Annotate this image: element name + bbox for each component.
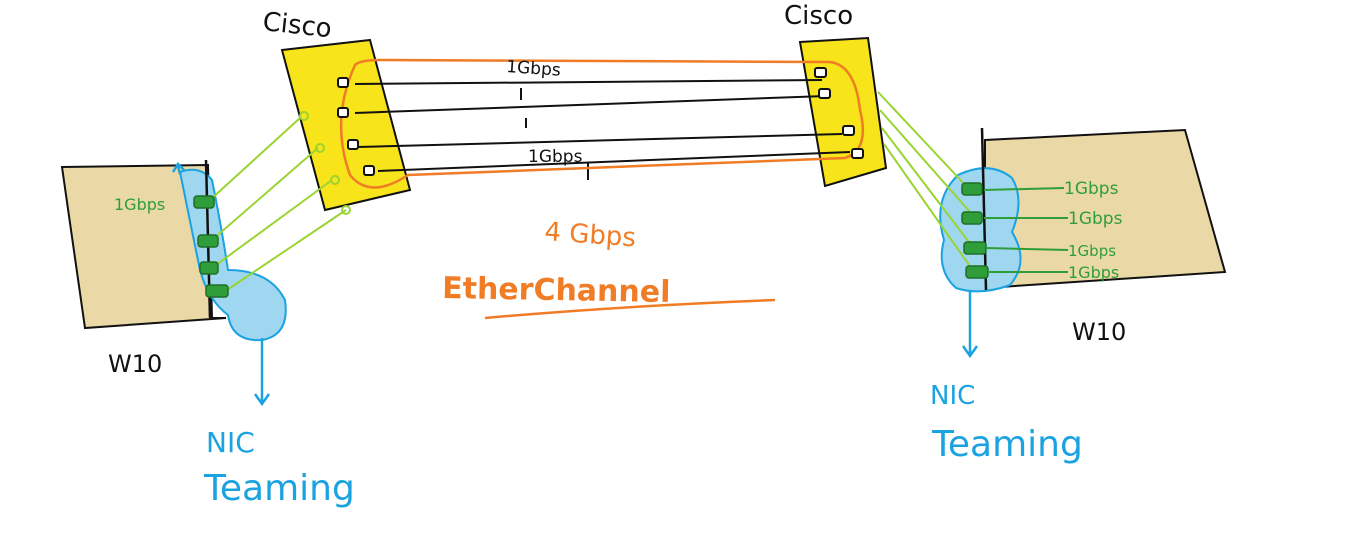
left-access-link-2 [211, 147, 319, 241]
left-nic-ports [193, 195, 229, 298]
left-access-end-3 [330, 175, 340, 185]
left-nic-speed-label: 1Gbps [114, 195, 165, 214]
right-switch [798, 36, 888, 188]
right-access-link-1 [877, 91, 969, 189]
left-access-link-1 [209, 117, 301, 201]
left-team-label-line1: NIC [206, 426, 255, 459]
trunk-link-1 [354, 79, 823, 85]
right-nic-port-1 [961, 182, 983, 196]
right-access-link-2 [879, 109, 971, 213]
right-switch-label: Cisco [784, 1, 853, 31]
left-access-link-3 [211, 179, 333, 269]
left-team-label-line2: Teaming [203, 468, 355, 509]
right-access-link-4 [883, 143, 975, 273]
right-team-arrow [961, 290, 979, 359]
right-nic-speed-4: 1Gbps [1068, 263, 1119, 282]
left-switch-label: Cisco [261, 7, 333, 44]
right-team-label-line2: Teaming [931, 424, 1083, 465]
left-host-label: W10 [108, 350, 162, 378]
left-switch-port-1 [337, 77, 349, 88]
right-switch-port-1 [814, 67, 827, 78]
left-access-end-4 [341, 205, 351, 215]
left-nic-port-4 [205, 284, 229, 298]
trunk-link-3 [357, 133, 843, 148]
right-nic-team-blob [939, 167, 1022, 293]
right-nic-speed-2: 1Gbps [1068, 209, 1123, 229]
left-switch-port-4 [363, 165, 375, 176]
right-nic-speed-lines [983, 187, 1069, 273]
right-nic-line-1 [983, 187, 1065, 191]
right-switch-ports [814, 67, 864, 159]
trunk-link-2 [354, 95, 827, 114]
trunk-links [354, 79, 851, 180]
right-nic-line-3 [985, 247, 1069, 251]
left-access-end-1 [299, 111, 309, 121]
right-nic-port-2 [961, 211, 983, 225]
trunk-link-4 [377, 151, 851, 172]
right-host-edge [980, 127, 988, 291]
right-team-label-line1: NIC [930, 381, 975, 411]
left-access-ends [299, 111, 351, 215]
left-switch-ports [337, 77, 375, 176]
right-host-label: W10 [1072, 318, 1126, 346]
left-access-link-4 [223, 209, 347, 293]
right-nic-speed-1: 1Gbps [1064, 179, 1119, 199]
right-switch-port-4 [851, 148, 864, 159]
trunk-bottom-speed: 1Gbps [528, 147, 583, 167]
right-access-link-3 [881, 127, 973, 247]
left-team-top-arrow [171, 162, 185, 175]
left-switch-port-3 [347, 139, 359, 150]
left-nic-port-1 [193, 195, 215, 209]
left-access-end-2 [315, 143, 325, 153]
right-switch-port-2 [818, 88, 831, 99]
etherchannel-underline [484, 298, 776, 320]
team-arrows [171, 162, 979, 407]
left-team-arrow [253, 338, 271, 407]
right-nic-speed-3: 1Gbps [1068, 242, 1116, 260]
left-access-links [209, 117, 347, 293]
right-nic-port-4 [965, 265, 989, 279]
etherchannel-label: EtherChannel [442, 271, 671, 310]
left-nic-port-2 [197, 234, 219, 248]
left-switch-port-2 [337, 107, 349, 118]
trunk-top-speed: 1Gbps [506, 57, 562, 81]
aggregate-speed-label: 4 Gbps [544, 217, 637, 253]
left-nic-port-3 [199, 261, 219, 275]
left-host-box [60, 163, 227, 330]
left-switch [280, 38, 412, 212]
right-switch-port-3 [842, 125, 855, 136]
right-nic-port-3 [963, 241, 987, 255]
right-access-links [877, 91, 975, 273]
